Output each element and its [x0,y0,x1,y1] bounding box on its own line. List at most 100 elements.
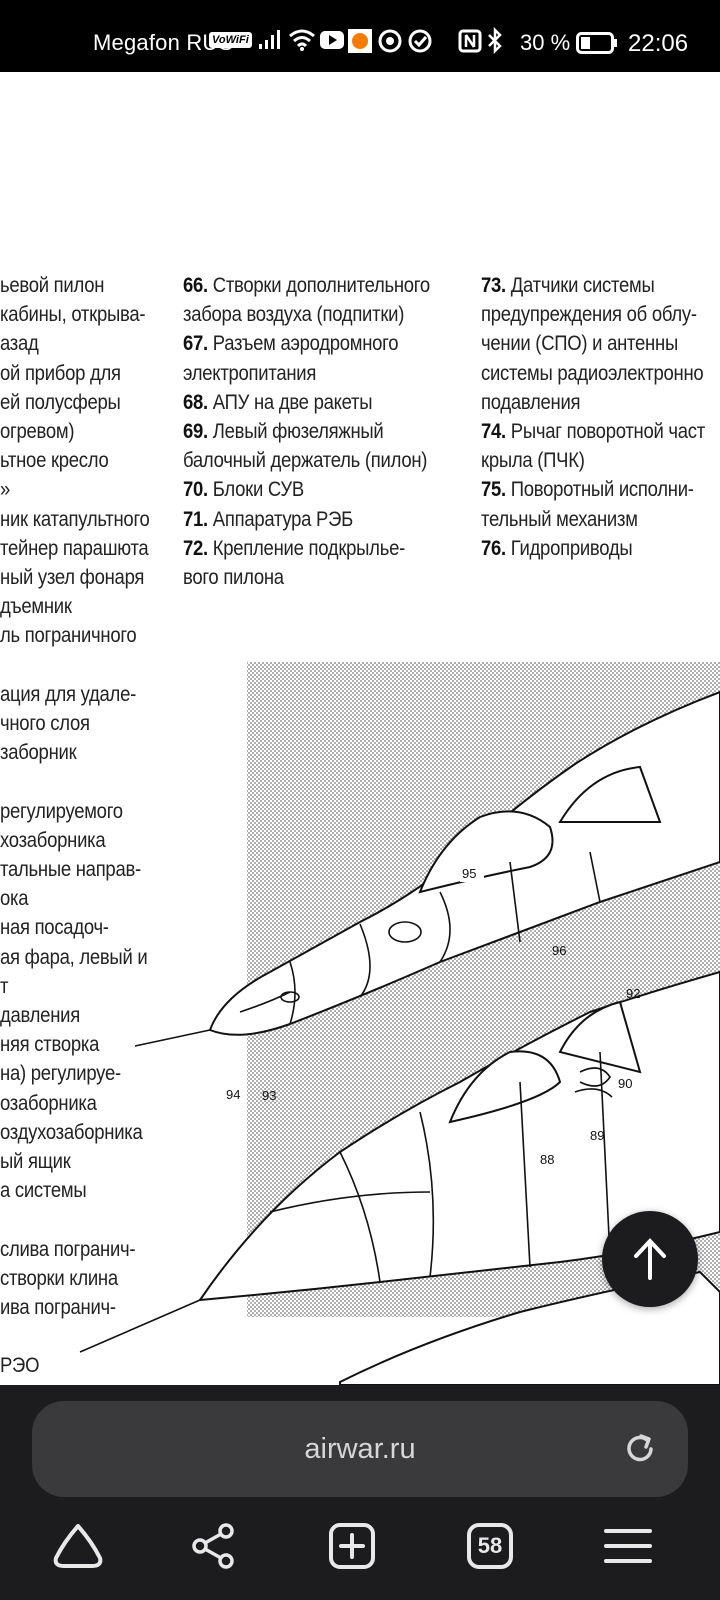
legend-line: ьевой пилон [0,274,105,297]
add-tab-icon [329,1523,375,1569]
wifi-icon [289,29,315,51]
legend-line: давления [0,1004,80,1028]
legend-number: 66. [183,274,208,297]
legend-number: 68. [183,390,208,414]
legend-line: 66. Створки дополнительного [183,271,430,300]
legend-line: ой прибор для [0,361,121,385]
callout-89: 89 [590,1128,604,1143]
legend-number: 76. [481,536,506,560]
nfc-icon [458,29,482,53]
callout-92: 92 [626,986,640,1001]
legend-number: 74. [481,420,506,444]
legend-text: Створки дополнительного [207,274,430,297]
legend-text: АПУ на две ракеты [207,390,373,414]
battery-icon [576,32,617,54]
address-bar[interactable]: airwar.ru [32,1401,688,1497]
legend-text: Аппаратура РЭБ [207,507,353,531]
legend-line: ль пограничного [0,624,137,648]
youtube-icon [320,31,344,49]
legend-line: 68. АПУ на две ракеты [183,388,430,417]
battery-percent: 30 % [520,30,571,55]
home-button[interactable] [48,1516,108,1576]
legend-line: » [0,478,11,502]
record-icon [378,29,402,53]
legend-line: дъемник [0,595,72,619]
legend-line: тейнер парашюта [0,536,149,560]
legend-line: створки клина [0,1266,118,1290]
legend-line: предупреждения об облу- [481,300,705,329]
legend-line: 74. Рычаг поворотной част [481,417,705,446]
menu-button[interactable] [598,1516,658,1576]
legend-number: 69. [183,420,208,444]
legend-line: тальные направ- [0,858,141,882]
legend-number: 70. [183,478,208,502]
callout-90: 90 [618,1076,632,1091]
legend-text: электропитания [183,361,317,385]
legend-line: забора воздуха (подпитки) [183,300,430,329]
legend-text: подавления [481,390,581,414]
legend-line: заборник [0,741,77,765]
legend-number: 73. [481,274,506,297]
tabs-icon [467,1523,513,1569]
legend-line: чного слоя [0,712,90,736]
legend-text: балочный держатель (пилон) [183,449,428,473]
legend-line: т [0,974,9,998]
legend-line: огревом) [0,420,75,444]
legend-line: подавления [481,388,705,417]
legend-text: Гидроприводы [505,536,633,560]
legend-line: 75. Поворотный исполни- [481,475,705,504]
scroll-to-top-button[interactable] [602,1211,698,1307]
tabs-count: 58 [477,1533,503,1558]
tabs-button[interactable]: 58 [460,1516,520,1576]
legend-line: 67. Разъем аэродромного [183,329,430,358]
legend-text: системы радиоэлектронно [481,361,704,385]
legend-line: оздухозаборника [0,1120,143,1144]
hamburger-menu-icon [604,1529,652,1563]
legend-line: 76. Гидроприводы [481,534,705,563]
legend-text: чении (СПО) и антенны [481,332,678,356]
legend-line: слива погранич- [0,1237,136,1261]
legend-line: хозаборника [0,828,106,852]
legend-line: балочный держатель (пилон) [183,446,430,475]
arrow-up-icon [634,1238,666,1280]
legend-text: тельный механизм [481,507,638,531]
legend-text: Блоки СУВ [207,478,304,502]
legend-line: няя створка [0,1033,100,1057]
legend-line: 73. Датчики системы [481,271,705,300]
legend-line: озаборника [0,1091,97,1115]
browser-toolbar: airwar.ru 58 [0,1385,720,1600]
legend-line: тельный механизм [481,505,705,534]
legend-line: ока [0,887,29,911]
legend-line: ый ящик [0,1150,71,1174]
legend-column-right: 73. Датчики системы предупреждения об обл… [481,271,705,563]
legend-line: 71. Аппаратура РЭБ [183,505,430,534]
legend-text: предупреждения об облу- [481,303,697,327]
legend-line: ник катапультного [0,507,150,531]
legend-line: азад [0,332,39,356]
callout-93: 93 [262,1088,276,1103]
legend-line: ация для удале- [0,682,136,706]
new-tab-button[interactable] [322,1516,382,1576]
share-button[interactable] [184,1516,244,1576]
signal-icon [259,30,280,49]
legend-text: Левый фюзеляжный [207,420,384,444]
aircraft-cutaway-drawing: 95 96 92 94 93 90 89 88 41 [79,662,720,1385]
legend-line: вого пилона [183,563,430,592]
reload-button[interactable] [622,1431,658,1467]
check-circle-icon [408,29,432,53]
legend-text: забора воздуха (подпитки) [183,303,405,327]
app-notification-icon [348,29,372,53]
legend-line: ая фара, левый и [0,945,148,969]
legend-line: ива погранич- [0,1296,116,1320]
legend-line: 72. Крепление подкрылье- [183,534,430,563]
legend-line: ный узел фонаря [0,566,145,590]
legend-number: 67. [183,332,208,356]
share-icon [192,1523,234,1569]
url-text: airwar.ru [304,1433,416,1465]
clock: 22:06 [628,30,689,57]
legend-line: системы радиоэлектронно [481,359,705,388]
legend-column-middle: 66. Створки дополнительного забора воздух… [183,271,430,592]
legend-text: Поворотный исполни- [505,478,694,502]
